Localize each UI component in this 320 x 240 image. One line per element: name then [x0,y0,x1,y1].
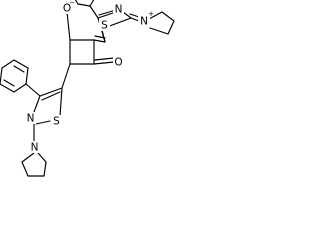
lower-phenyl-bond-5 [0,83,15,93]
iminium-charge-label: + [148,10,154,18]
atom-thiazole-upper-sulfur: S [99,19,110,32]
chemical-structure-diagram: O − O S N N + S N N [0,0,175,177]
carbonyl-oxygen-label: O [114,57,122,69]
thiazole-lower-s-label: S [53,116,60,128]
upper-phenyl-bond-2 [74,0,79,5]
lower-phenyl-double-1 [13,65,25,73]
lower-phenyl-double-2 [3,79,15,87]
thiazole-upper-s-label: S [101,20,108,32]
oxide-oxygen-label: O [63,3,71,15]
lower-thiazole-c4-n [33,95,41,113]
iminium-bond-a [130,17,140,22]
lower-phenyl-bond-6 [13,83,27,93]
thiazole-lower-n-label: N [27,113,35,125]
upper-phenyl-bond-1 [77,3,91,7]
iminium-bond-b [129,13,140,18]
upper-pyrrolidine-bond-4 [149,27,169,35]
oxide-bond [66,11,71,41]
lower-thiazole-c5-s [59,87,63,117]
iminium-n-label: N [140,16,148,28]
lower-phenyl-attach [25,83,41,97]
atom-pyrrolidine-lower-nitrogen: N [29,141,40,154]
lower-pyrrolidine-bond-1 [21,152,35,163]
lower-thiazole-n-c2 [35,120,51,125]
lower-thiazole-c4-c5-double [41,91,61,101]
carbonyl-bond-b [94,57,115,61]
upper-thiazole-c2-n [122,11,132,19]
atom-thiazole-upper-nitrogen: N [113,3,124,16]
upper-pyrrolidine-bond-1 [148,11,163,20]
lower-pyrrolidine-bond-4 [43,161,47,177]
lower-pyrrolidine-bond-2 [21,161,29,177]
thiazole-upper-n-label: N [115,4,123,16]
lower-thiazole-c4-c5 [39,87,63,97]
atom-labels: O − O S N N + S N N [25,0,154,154]
atom-carbonyl-oxygen: O [113,56,124,69]
upper-phenyl-attach [89,5,99,19]
upper-phenyl-bond-3 [89,0,95,7]
pyrrolidine-lower-n-label: N [31,142,39,154]
exocyclic-bond-a [93,39,106,43]
atom-oxide-oxygen: O − [61,0,75,15]
carbonyl-bond-a [93,61,115,65]
atom-iminium-nitrogen: N + [138,10,154,28]
upper-pyrrolidine-bond-3 [167,20,175,35]
oxide-charge-label: − [69,0,75,7]
lower-thiazole-attach [61,63,71,89]
lower-phenyl-bond-3 [1,59,15,69]
upper-pyrrolidine-bond-2 [161,11,175,22]
atom-thiazole-lower-nitrogen: N [25,112,36,125]
lower-pyrrolidine-bond-5 [37,152,47,163]
lower-phenyl-bond-2 [13,59,29,69]
lower-phenyl-bond-1 [25,67,29,85]
lower-phenyl-bond-4 [0,67,3,85]
upper-thiazole-n-c4 [97,12,114,19]
atom-thiazole-lower-sulfur: S [51,115,62,128]
upper-thiazole-s-c2 [106,17,132,28]
